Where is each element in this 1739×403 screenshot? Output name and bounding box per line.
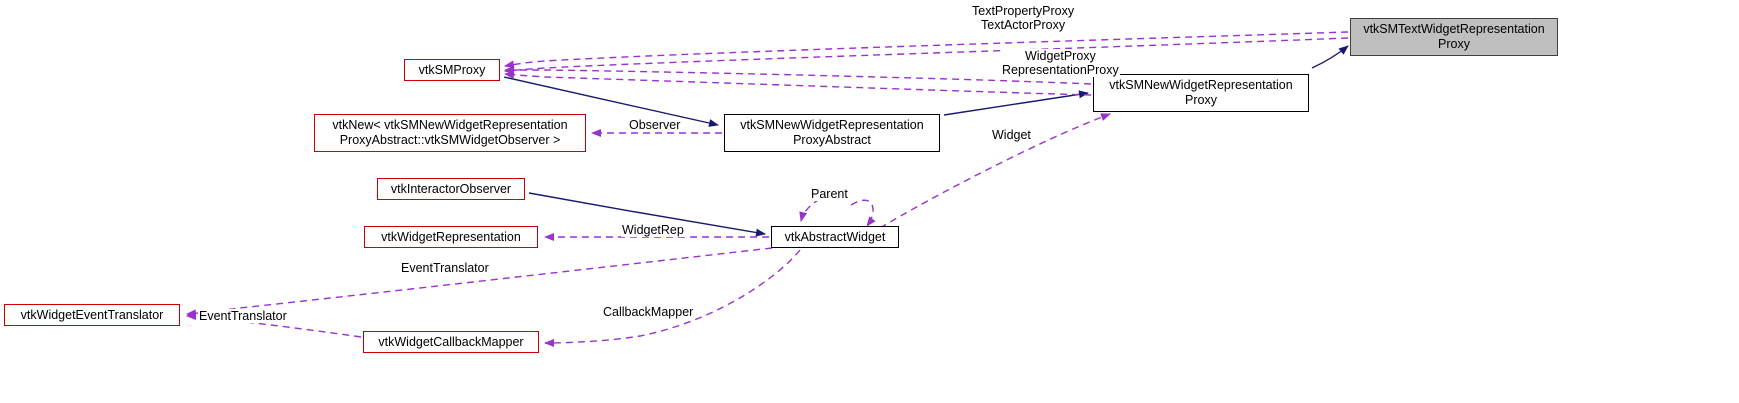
edge-abstractwidget-callbackmapper-to-callbackmapper [544, 249, 801, 347]
edge-label-widget-rep: WidgetRep [621, 223, 685, 237]
node-vtknew[interactable]: vtkNew< vtkSMNewWidgetRepresentation Pro… [314, 114, 586, 152]
edge-label-callback-mapper: CallbackMapper [602, 305, 695, 319]
edge-label-parent: Parent [810, 187, 849, 201]
node-interactorobs[interactable]: vtkInteractorObserver [377, 178, 525, 200]
edge-label-widget-proxy: WidgetProxy RepresentationProxy [1001, 49, 1120, 77]
node-smproxy[interactable]: vtkSMProxy [404, 59, 500, 81]
edge-label-observer: Observer [628, 118, 682, 132]
node-abstractproxy[interactable]: vtkSMNewWidgetRepresentation ProxyAbstra… [724, 114, 940, 152]
edge-newwidgetrep-to-current [1311, 45, 1349, 69]
edge-label-text-property-proxy: TextPropertyProxy TextActorProxy [971, 4, 1076, 32]
node-newwidgetrep[interactable]: vtkSMNewWidgetRepresentation Proxy [1093, 74, 1309, 112]
edge-abstractwidget-parent-self [850, 199, 876, 227]
edge-label-widget: Widget [991, 128, 1032, 142]
edge-interactorobs-to-abstractwidget [528, 192, 766, 237]
edge-current-textactor-to-smproxy [504, 37, 1349, 75]
node-abstractwidget[interactable]: vtkAbstractWidget [771, 226, 899, 248]
node-widgetrep[interactable]: vtkWidgetRepresentation [364, 226, 538, 248]
node-eventtrans[interactable]: vtkWidgetEventTranslator [4, 304, 180, 326]
edge-abstractproxy-to-newwidgetrep [943, 90, 1089, 116]
edge-label-event-translator-1: EventTranslator [400, 261, 490, 275]
edge-label-event-translator-2: EventTranslator [198, 309, 288, 323]
edge-newwidgetrep-widgetproxy-to-smproxy [504, 66, 1092, 85]
edge-current-textproperty-to-smproxy [504, 31, 1349, 69]
node-current: vtkSMTextWidgetRepresentation Proxy [1350, 18, 1558, 56]
node-callbackmapper[interactable]: vtkWidgetCallbackMapper [363, 331, 539, 353]
edge-abstractwidget-parent-in [799, 198, 821, 222]
edge-smproxy-to-abstractproxy [503, 76, 719, 127]
edge-abstractwidget-widget-to-newwidgetrep [879, 113, 1111, 229]
edge-newwidgetrep-representationproxy-to-smproxy [504, 70, 1092, 96]
